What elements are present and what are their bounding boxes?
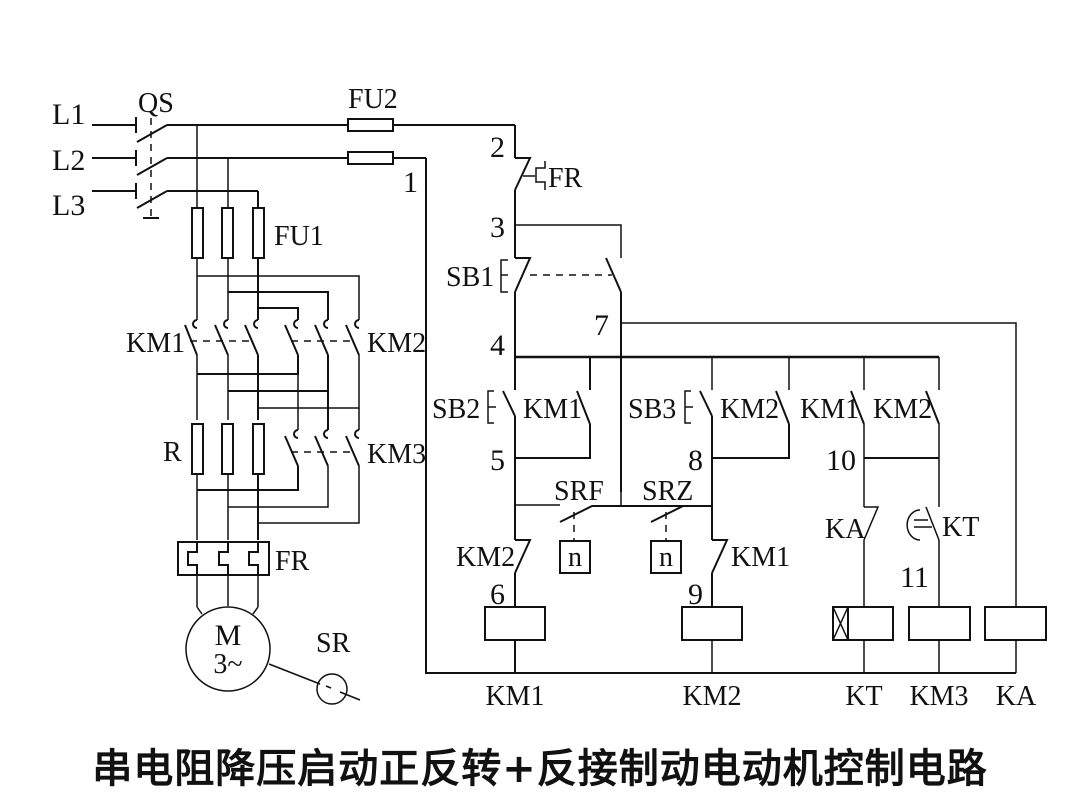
sb1-stop-button[interactable] <box>500 257 622 492</box>
sb3-label: SB3 <box>628 394 676 425</box>
node-1: 1 <box>403 166 418 199</box>
node-5: 5 <box>490 444 505 477</box>
coil-label-km1: KM1 <box>485 681 544 712</box>
coil-km2 <box>681 606 743 641</box>
motor-phase: 3~ <box>213 649 242 680</box>
sb2-label: SB2 <box>432 394 480 425</box>
fr-thermal-relay <box>177 541 270 576</box>
km2-power-label: KM2 <box>367 328 426 359</box>
phase-label-l2: L2 <box>52 144 85 177</box>
km1-power-label: KM1 <box>126 328 185 359</box>
phase-label-l1: L1 <box>52 98 85 131</box>
ka-contact-label: KA <box>825 514 866 545</box>
node-6: 6 <box>490 578 505 611</box>
coil-label-km3: KM3 <box>909 681 968 712</box>
fu2-fuse-1 <box>347 118 394 132</box>
coil-label-km2: KM2 <box>682 681 741 712</box>
node-9: 9 <box>688 578 703 611</box>
sb1-label: SB1 <box>446 262 494 293</box>
speed-relay <box>268 663 361 705</box>
fr-nc-contact <box>514 157 546 225</box>
coil-kt <box>832 606 894 641</box>
fu1-label: FU1 <box>274 221 324 252</box>
resistor-label: R <box>163 437 182 468</box>
kt-timed-contact <box>906 506 940 607</box>
motor-symbol: M <box>215 619 242 652</box>
srf-label: SRF <box>554 476 604 507</box>
km2-parallel-label: KM2 <box>873 394 932 425</box>
ka-nc-contact <box>863 506 880 607</box>
control-circuit: 1 2 FR 3 SB1 7 4 <box>403 125 1047 712</box>
coil-label-ka: KA <box>996 681 1037 712</box>
node-8: 8 <box>688 444 703 477</box>
fu1-fuse-3 <box>252 207 265 259</box>
srf-speed-symbol: n <box>568 542 582 573</box>
fr-contact-label: FR <box>548 163 583 194</box>
power-circuit: L1 L2 L3 QS FU2 <box>52 84 515 705</box>
kt-contact-label: KT <box>942 512 979 543</box>
sr-label: SR <box>316 628 351 659</box>
srf-speed-box <box>559 540 591 574</box>
node-7: 7 <box>594 309 609 342</box>
km2-main-contacts <box>284 319 360 356</box>
km2-hold-contact <box>712 390 790 459</box>
node-3: 3 <box>490 211 505 244</box>
node-10: 10 <box>826 444 856 477</box>
km2-interlock-label: KM2 <box>456 542 515 573</box>
km1-interlock-label: KM1 <box>731 542 790 573</box>
km1-interlock-contact <box>711 539 729 607</box>
km1-parallel-label: KM1 <box>800 394 859 425</box>
sb3-reverse-button[interactable] <box>684 390 713 424</box>
qs-label: QS <box>138 88 174 119</box>
fu2-fuse-2 <box>347 151 394 165</box>
diagram-title: 串电阻降压启动正反转+反接制动电动机控制电路 <box>92 746 988 792</box>
resistor-2 <box>221 423 234 475</box>
km1-main-contacts <box>184 319 259 356</box>
node-2: 2 <box>490 131 505 164</box>
srz-label: SRZ <box>642 476 693 507</box>
km2-hold-label: KM2 <box>720 394 779 425</box>
km3-power-label: KM3 <box>367 439 426 470</box>
resistor-3 <box>252 423 265 475</box>
srz-speed-box <box>650 540 682 574</box>
node-4: 4 <box>490 329 505 362</box>
coil-km1 <box>484 606 546 641</box>
km1-hold-label: KM1 <box>523 394 582 425</box>
srz-speed-symbol: n <box>659 542 673 573</box>
fu1-fuse-2 <box>221 207 234 259</box>
km2-interlock-contact <box>514 539 532 607</box>
km1-parallel-contact <box>850 390 865 425</box>
node-11: 11 <box>900 561 929 594</box>
fu2-label: FU2 <box>348 84 398 115</box>
sb2-forward-button[interactable] <box>487 390 516 424</box>
coil-km3 <box>908 606 971 641</box>
qs-switch <box>92 117 168 219</box>
coil-label-kt: KT <box>845 681 882 712</box>
resistor-1 <box>191 423 204 475</box>
srz-contact: n <box>650 505 684 574</box>
km3-main-contacts <box>284 429 360 467</box>
phase-label-l3: L3 <box>52 189 85 222</box>
km1-hold-contact <box>515 390 591 459</box>
coil-ka <box>984 606 1047 641</box>
fu1-fuse-1 <box>191 207 204 259</box>
km2-parallel-contact <box>925 390 940 425</box>
motor: M 3~ <box>185 606 271 692</box>
fr-power-label: FR <box>275 546 310 577</box>
srf-contact: n <box>559 512 591 574</box>
